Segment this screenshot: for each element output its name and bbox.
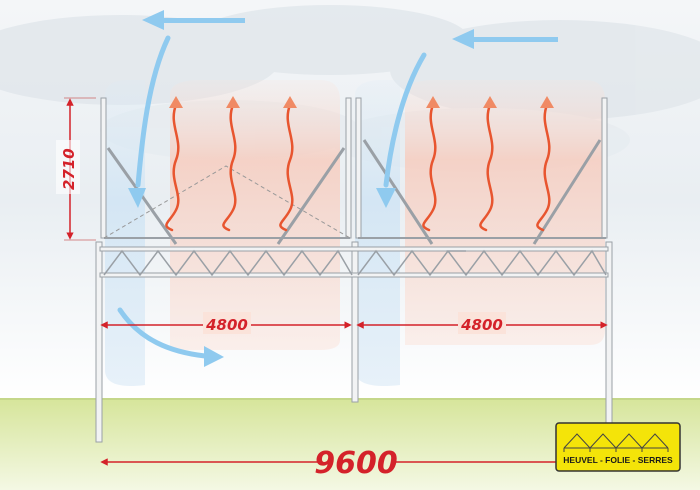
wind-arrow-icon xyxy=(160,18,245,23)
heat-arrow-icon xyxy=(165,103,180,232)
roof xyxy=(104,139,606,245)
span-right-label: 4800 xyxy=(460,316,503,334)
curved-arrow-icon xyxy=(383,52,427,188)
heat-arrow-icon xyxy=(422,103,437,232)
heat-arrow-icon xyxy=(536,103,551,232)
curved-arrow-icon xyxy=(117,307,208,359)
center-post xyxy=(351,241,359,403)
heat-arrow-icon xyxy=(279,103,294,232)
heat-arrow-icon xyxy=(479,103,494,232)
truss xyxy=(103,249,607,277)
heat-arrow-icon xyxy=(222,103,237,232)
span-dimensions: 4800 4800 xyxy=(100,312,608,334)
curved-airflow xyxy=(117,35,427,359)
roof-closed-outline xyxy=(103,165,351,239)
wind-arrow-icon xyxy=(470,37,558,42)
heat-arrowheads xyxy=(169,96,554,108)
logo-text: HEUVEL - FOLIE - SERRES xyxy=(563,455,673,465)
air-zones xyxy=(105,80,605,386)
curved-arrowheads xyxy=(128,188,396,367)
left-post xyxy=(95,241,103,443)
heat-arrows xyxy=(165,103,551,232)
span-left-label: 4800 xyxy=(205,316,248,334)
airflow-arrows xyxy=(142,10,558,49)
right-post xyxy=(605,241,613,443)
total-width-label: 9600 xyxy=(314,446,398,481)
height-label: 2710 xyxy=(60,148,78,190)
heuvel-logo: HEUVEL - FOLIE - SERRES xyxy=(555,422,681,472)
height-dimension: 2710 xyxy=(56,97,96,241)
curved-arrow-icon xyxy=(135,35,171,188)
